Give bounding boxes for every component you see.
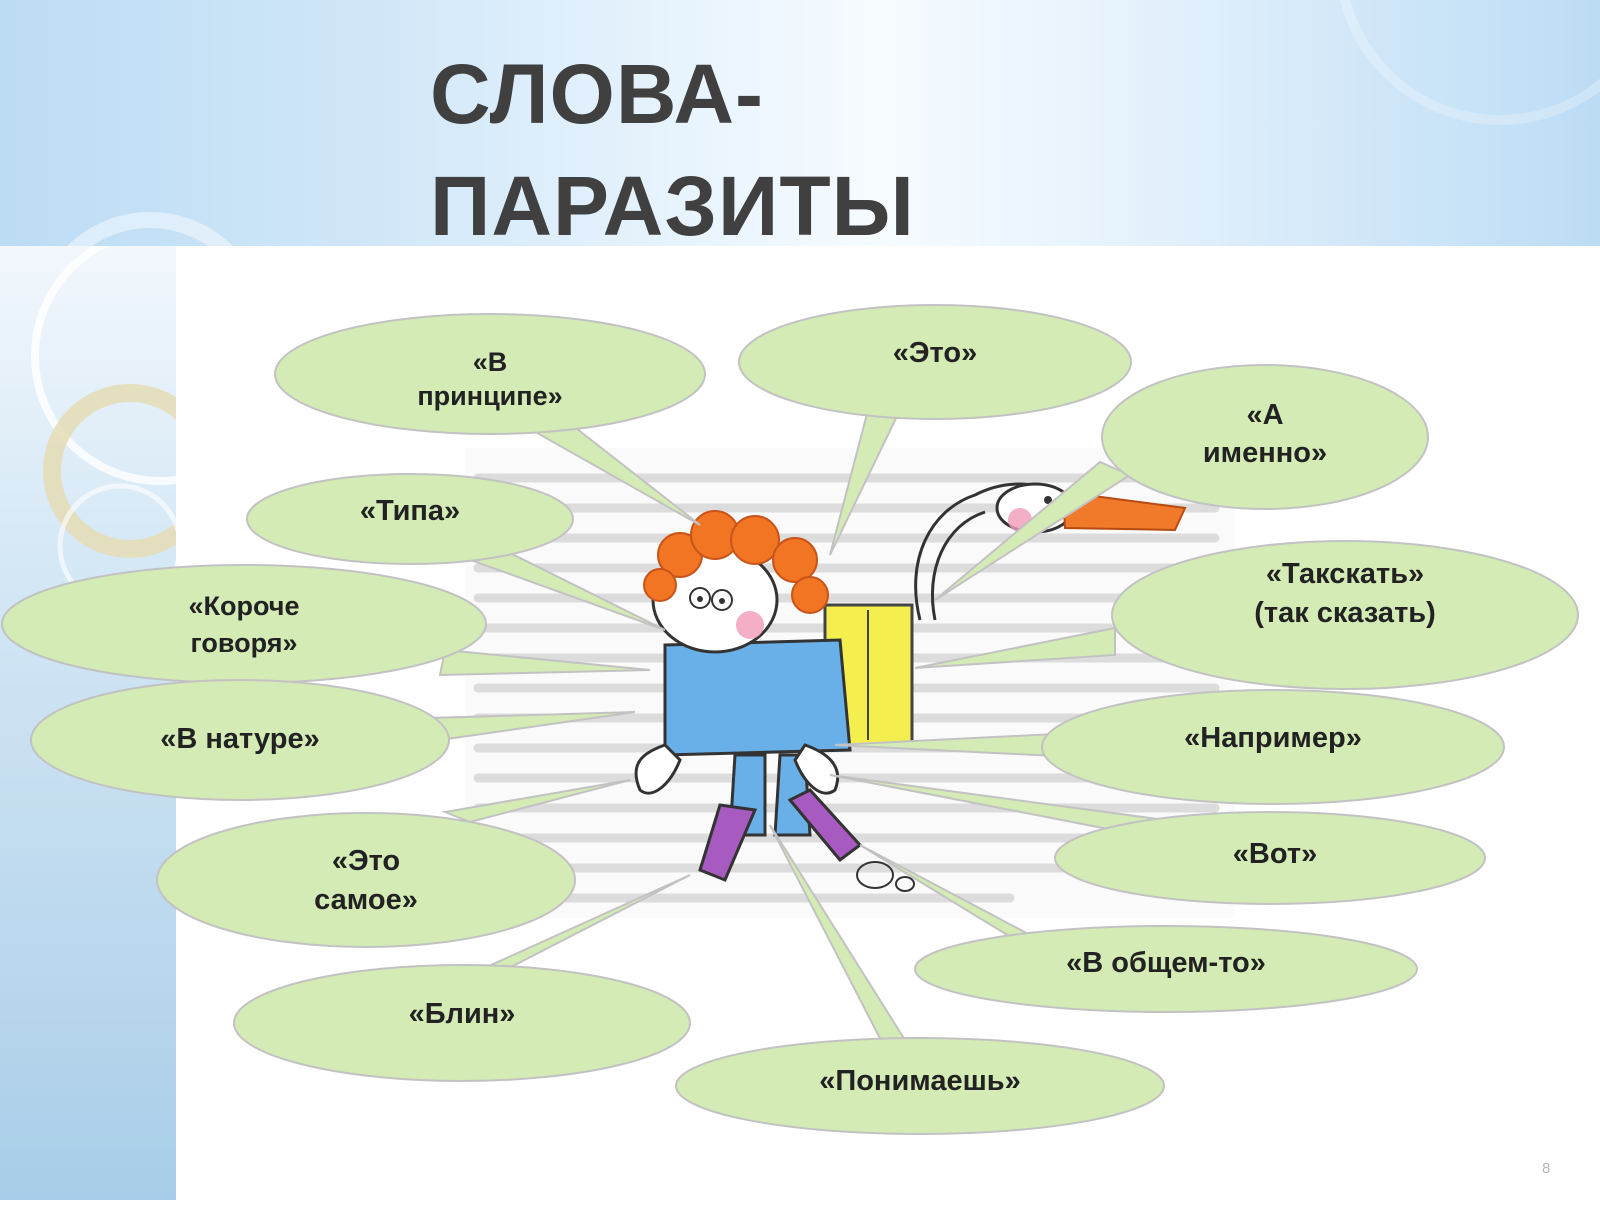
bubble-ponimaesh: «Понимаешь» xyxy=(675,1037,1165,1135)
bubble-label-line: говоря» xyxy=(190,628,297,658)
bubble-label-line: принципе» xyxy=(417,381,562,411)
bubble-label-line: «Блин» xyxy=(409,998,516,1030)
slide-title: СЛОВА- ПАРАЗИТЫ xyxy=(430,52,915,246)
bubble-label-line: «В натуре» xyxy=(160,723,319,755)
bubble-label-line: «Например» xyxy=(1184,722,1362,754)
bubble-label-line: «Такскать» xyxy=(1266,558,1424,590)
purple-left-leg xyxy=(698,803,758,882)
bubble-label-line: (так сказать) xyxy=(1254,597,1436,629)
bubble-tipa: «Типа» xyxy=(246,473,574,565)
page-number: 8 xyxy=(1542,1160,1551,1177)
bubble-label-line: «Короче xyxy=(189,591,300,621)
bubble-naprimer: «Например» xyxy=(1041,689,1505,805)
character-illustration xyxy=(520,482,1187,892)
bubble-label-line: «В общем-то» xyxy=(1066,947,1266,979)
bubble-a-imenno: «А именно» xyxy=(1101,364,1429,510)
bubble-label-line: самое» xyxy=(314,884,418,916)
bubble-label-line: «Типа» xyxy=(360,495,460,527)
bubble-label-line: «Вот» xyxy=(1233,838,1317,870)
orange-hair xyxy=(643,510,829,614)
title-line-2: ПАРАЗИТЫ xyxy=(430,159,915,246)
bubble-koroche-govorya: «Короче говоря» xyxy=(1,564,487,684)
bubble-eto-samoe: «Это самое» xyxy=(156,812,576,948)
bubble-label-line: «Это» xyxy=(893,337,977,369)
bubble-v-principe: «В принципе» xyxy=(274,313,706,435)
callout-pointers xyxy=(428,398,1166,1049)
bubble-v-obshchem-to: «В общем-то» xyxy=(914,925,1418,1013)
bubble-blin: «Блин» xyxy=(233,964,691,1082)
bubble-label-line: «В xyxy=(473,347,508,377)
bubble-v-nature: «В натуре» xyxy=(30,679,450,801)
header-decoration xyxy=(67,0,1600,246)
bubble-vot: «Вот» xyxy=(1054,811,1486,905)
bubble-label-line: именно» xyxy=(1203,437,1327,469)
title-line-1: СЛОВА- xyxy=(430,47,764,141)
bubble-label-line: «А xyxy=(1246,399,1283,431)
bubble-label-line: «Это xyxy=(332,845,400,877)
bubble-takskat: «Такскать» (так сказать) xyxy=(1111,540,1579,690)
bubble-label-line: «Понимаешь» xyxy=(819,1065,1021,1097)
slide-header: СЛОВА- ПАРАЗИТЫ xyxy=(0,0,1600,246)
character-hands xyxy=(634,743,840,795)
bubble-eto: «Это» xyxy=(738,304,1132,420)
blue-jacket xyxy=(663,638,852,757)
